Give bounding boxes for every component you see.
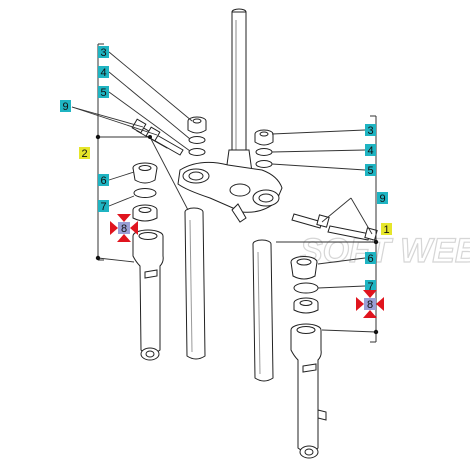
callout-left-9: 9 [60, 100, 71, 113]
marker-arrow [117, 214, 131, 222]
callout-right-3: 3 [365, 124, 376, 137]
watermark-text: SOFT WEB [300, 232, 470, 270]
callout-number: 3 [100, 47, 106, 59]
marker-arrow [363, 290, 377, 298]
marker-arrow [130, 221, 138, 235]
callout-number: 5 [100, 87, 106, 99]
callout-number: 3 [367, 125, 373, 137]
callout-box [98, 66, 109, 78]
callout-box [365, 144, 376, 156]
stanchion-tube-right [252, 239, 274, 382]
callout-box [98, 46, 109, 58]
callout-left-7: 7 [98, 200, 109, 213]
callout-number: 4 [100, 67, 106, 79]
callout-left-2: 2 [79, 147, 90, 160]
fork-slider-right [290, 323, 327, 459]
group-label-box [79, 147, 90, 159]
callout-number: 4 [367, 145, 373, 157]
stanchion-tube-left [184, 207, 206, 360]
callout-number: 5 [367, 165, 373, 177]
callout-left-3: 3 [98, 46, 109, 59]
callout-number: 2 [81, 148, 87, 160]
callout-box [365, 164, 376, 176]
callout-number: 6 [100, 175, 106, 187]
callout-box [365, 252, 376, 264]
watermark: SOFT WEB [299, 231, 470, 270]
marker-arrow [376, 297, 384, 311]
callout-right-1: 1 [381, 223, 392, 236]
callout-box [365, 280, 376, 292]
group-label-box [381, 223, 392, 235]
callout-right-6: 6 [365, 252, 376, 265]
callout-left-5: 5 [98, 86, 109, 99]
callout-right-9: 9 [377, 192, 388, 205]
callout-number: 8 [121, 223, 127, 235]
callout-number: 9 [62, 101, 68, 113]
top-nut-right [254, 129, 274, 146]
dust-seal-right [290, 256, 318, 280]
marker-arrow [117, 234, 131, 242]
steering-stem [177, 8, 283, 223]
callout-box [377, 192, 388, 204]
leader-dots [95, 134, 379, 335]
callout-left-6: 6 [98, 174, 109, 187]
leader-lines [71, 51, 377, 333]
marker-arrow [363, 310, 377, 318]
marker-box [118, 222, 130, 234]
marker-arrow [356, 297, 364, 311]
callout-left-4: 4 [98, 66, 109, 79]
callout-right-7: 7 [365, 280, 376, 293]
oil-seal-right [293, 297, 319, 314]
callout-right-4: 4 [365, 144, 376, 157]
callout-number: 7 [367, 281, 373, 293]
callout-number: 9 [379, 193, 385, 205]
washer-right [255, 148, 273, 168]
callout-box [98, 200, 109, 212]
clip-ring-left [133, 188, 157, 198]
callout-number: 1 [383, 224, 389, 236]
callout-number: 8 [367, 299, 373, 311]
callout-number: 7 [100, 201, 106, 213]
callout-right-5: 5 [365, 164, 376, 177]
callout-box [365, 124, 376, 136]
callout-number: 6 [367, 253, 373, 265]
callout-right-8: 8 [356, 290, 384, 318]
washer-left [188, 136, 206, 156]
clip-ring-right [293, 282, 319, 294]
callout-left-8: 8 [110, 214, 138, 242]
marker-arrow [110, 221, 118, 235]
callout-box [98, 174, 109, 186]
top-nut-left [187, 116, 207, 134]
oil-seal-left [132, 204, 158, 222]
pinch-bolt-right [291, 213, 378, 241]
group-bracket-left [97, 43, 104, 261]
dust-seal-left [132, 162, 158, 184]
fork-slider-left [132, 229, 164, 361]
marker-box [364, 298, 376, 310]
callout-labels: 3 4 5 9 2 6 7 8 3 4 5 9 1 6 7 8 [60, 46, 392, 318]
callout-box [60, 100, 71, 112]
callout-box [98, 86, 109, 98]
